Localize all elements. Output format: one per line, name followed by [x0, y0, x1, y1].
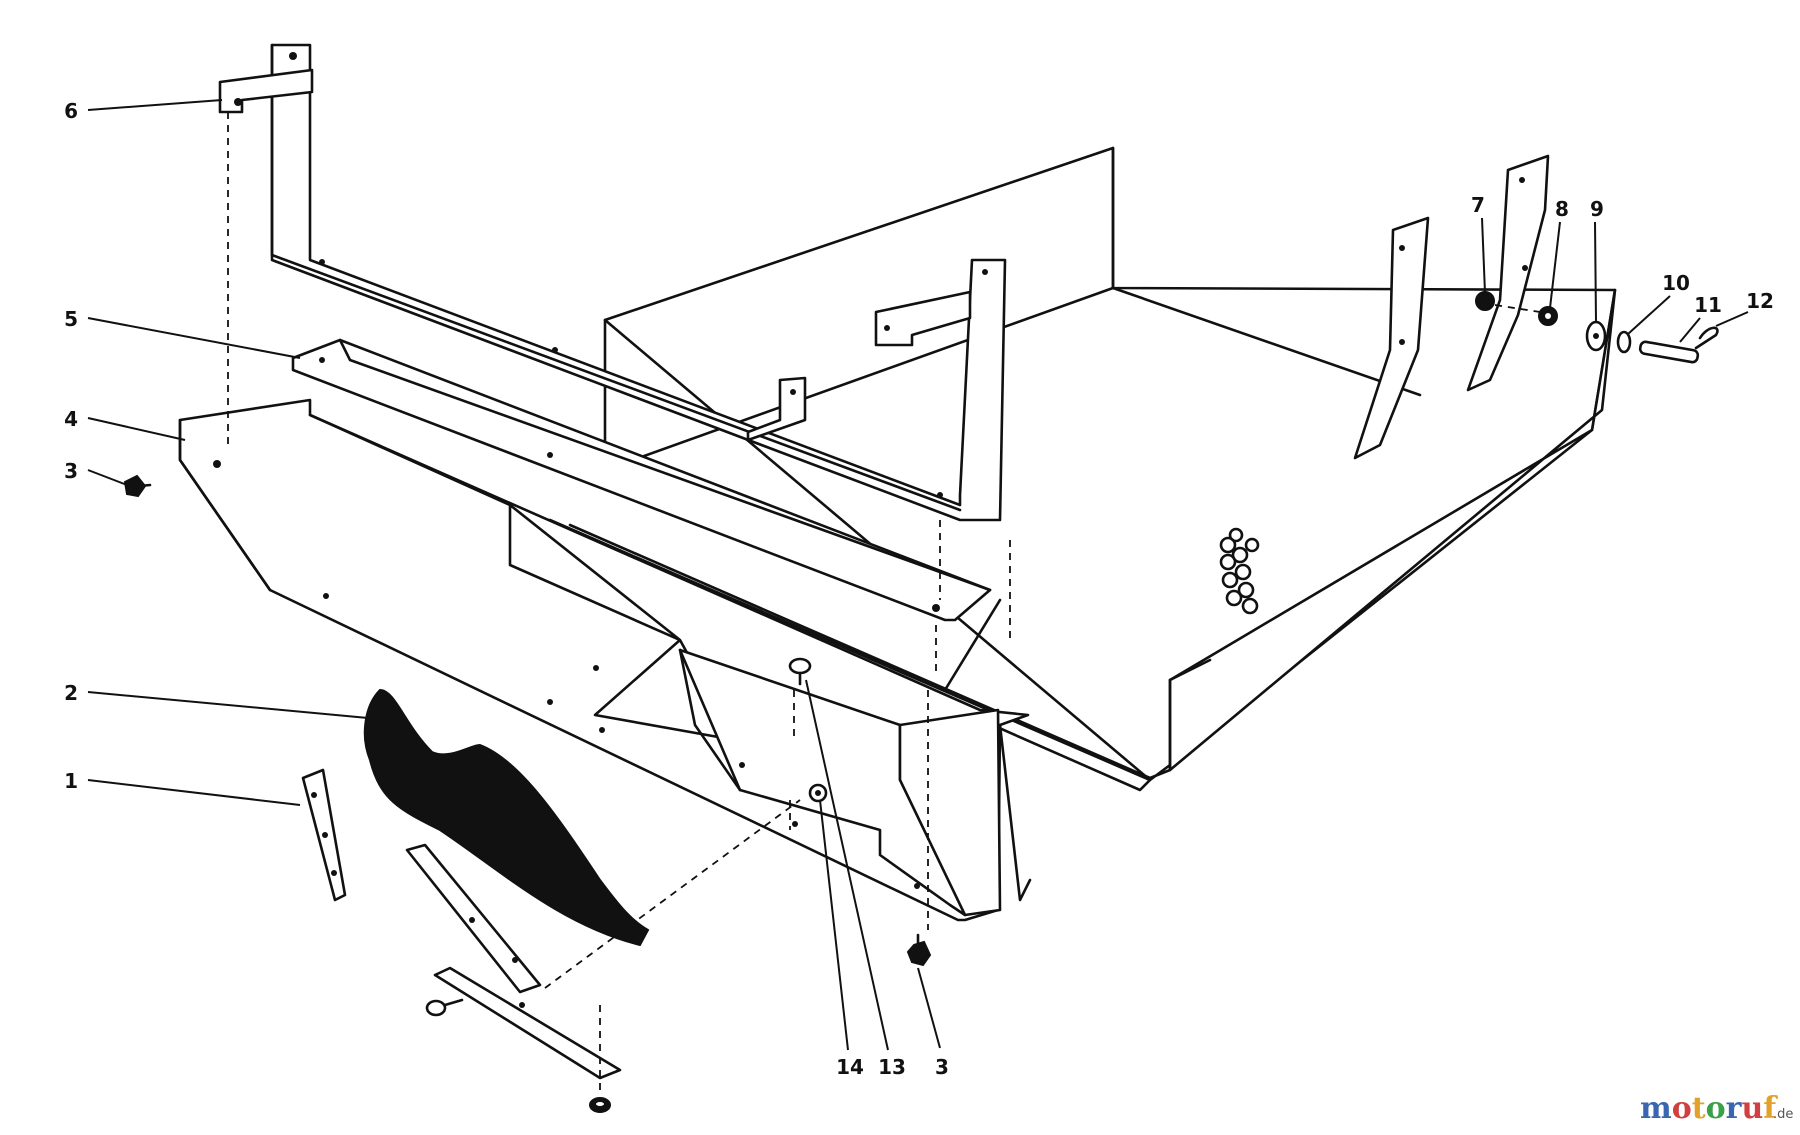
callout-2: 2 — [64, 681, 78, 705]
angle-rail-5 — [291, 338, 1002, 692]
callout-14: 14 — [836, 1055, 864, 1079]
strap-plate-1 — [301, 768, 347, 902]
callout-3-left: 3 — [64, 459, 78, 483]
callout-labels: 1 2 3 4 5 6 7 8 9 10 11 12 13 14 3 — [64, 99, 1774, 1079]
callout-7: 7 — [1471, 193, 1485, 217]
callout-13: 13 — [878, 1055, 906, 1079]
watermark-logo: motoruf .de — [1640, 1091, 1793, 1126]
callout-8: 8 — [1555, 197, 1569, 221]
callout-11: 11 — [1694, 293, 1722, 317]
callout-6: 6 — [64, 99, 78, 123]
pin-11 — [1638, 340, 1700, 364]
watermark-tld: .de — [1773, 1107, 1793, 1122]
vent-grille — [1219, 527, 1260, 615]
bolt-3-bottom — [906, 933, 932, 967]
hairpin-12 — [1694, 326, 1719, 350]
bolt-3-left — [123, 474, 152, 498]
washer-bottom — [589, 1097, 611, 1113]
callout-1: 1 — [64, 769, 78, 793]
rivet-13 — [788, 657, 812, 686]
nut-14 — [808, 783, 828, 803]
callout-5: 5 — [64, 307, 78, 331]
assembly-lines — [227, 112, 1541, 1090]
callout-10: 10 — [1662, 271, 1690, 295]
nut-7 — [1475, 291, 1495, 311]
guard-plate-2 — [363, 688, 650, 1080]
hardware — [123, 291, 1719, 1113]
callout-12: 12 — [1746, 289, 1774, 313]
carriage-bolt — [425, 998, 464, 1017]
handle-bracket-6 — [218, 43, 1007, 522]
washer-8 — [1538, 306, 1558, 326]
leader-lines — [87, 99, 1749, 1051]
svg-text:motoruf: motoruf — [1640, 1091, 1778, 1126]
callout-3-bottom: 3 — [935, 1055, 949, 1079]
callout-9: 9 — [1590, 197, 1604, 221]
washer-10 — [1616, 330, 1632, 354]
washer-9 — [1585, 320, 1607, 352]
callout-4: 4 — [64, 407, 78, 431]
